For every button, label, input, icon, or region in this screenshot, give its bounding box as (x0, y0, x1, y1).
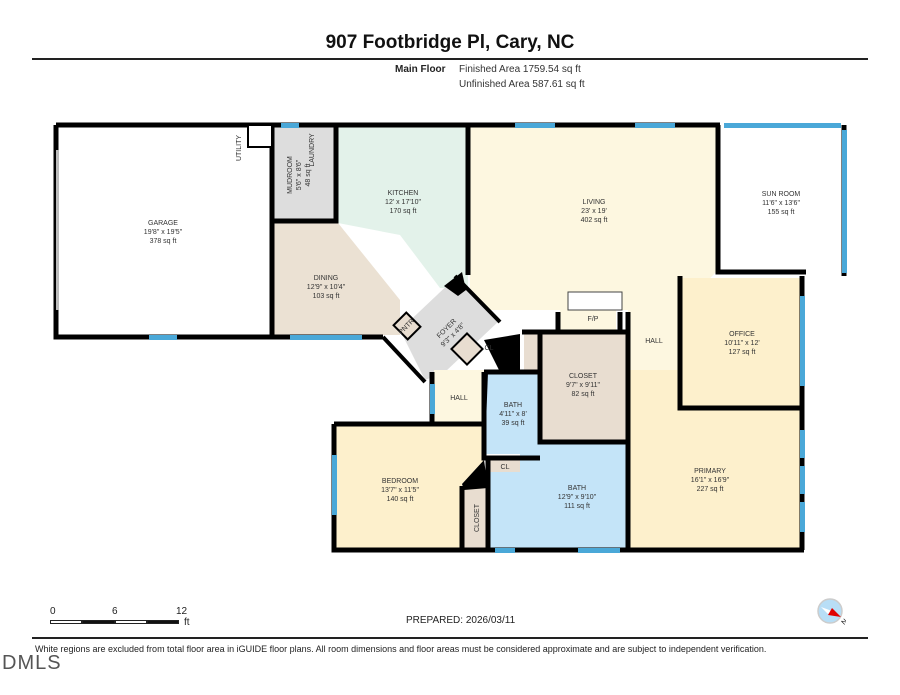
svg-text:CLOSET: CLOSET (569, 373, 598, 380)
svg-text:127 sq ft: 127 sq ft (729, 349, 756, 356)
room-closet-walkin (524, 334, 626, 440)
svg-text:103 sq ft: 103 sq ft (313, 293, 340, 300)
unfinished-area: Unfinished Area 587.61 sq ft (459, 79, 585, 90)
floor-plan: GARAGE 19'8" x 19'5" 378 sq ft MUDROOM 5… (53, 122, 847, 553)
room-mudroom (274, 127, 336, 219)
room-kitchen (338, 127, 468, 288)
utility-box (247, 124, 273, 148)
svg-text:KITCHEN: KITCHEN (388, 190, 419, 197)
svg-text:9'7" x 9'11": 9'7" x 9'11" (566, 382, 600, 389)
property-address-title: 907 Footbridge Pl, Cary, NC (325, 32, 575, 53)
room-hall-upper (628, 310, 680, 370)
svg-text:UTILITY: UTILITY (236, 135, 243, 161)
floor-name: Main Floor (395, 64, 446, 75)
svg-text:MUDROOM: MUDROOM (287, 156, 294, 194)
room-living (470, 127, 716, 310)
svg-text:12'9" x 10'4": 12'9" x 10'4" (307, 284, 346, 291)
svg-text:12' x 17'10": 12' x 17'10" (385, 199, 421, 206)
svg-text:19'8" x 19'5": 19'8" x 19'5" (144, 229, 183, 236)
svg-text:11'6" x 13'6": 11'6" x 13'6" (762, 200, 800, 207)
room-bath-closet (488, 458, 520, 472)
room-hall-lower (434, 370, 484, 424)
svg-text:PRIMARY: PRIMARY (694, 468, 726, 475)
svg-text:SUN ROOM: SUN ROOM (762, 191, 801, 198)
svg-text:170 sq ft: 170 sq ft (390, 208, 417, 215)
header-divider (32, 58, 868, 60)
svg-text:39 sq ft: 39 sq ft (502, 420, 525, 427)
north-compass-icon: N (817, 598, 846, 627)
fireplace-hearth (567, 291, 623, 311)
svg-text:F/P: F/P (588, 316, 599, 323)
svg-text:10'11" x 12': 10'11" x 12' (724, 340, 759, 347)
mls-watermark: DMLS (2, 652, 62, 674)
fireplace-area (560, 310, 616, 330)
prepared-date: PREPARED: 2026/03/11 (406, 615, 516, 626)
svg-text:CL: CL (485, 345, 494, 352)
svg-text:13'7" x 11'5": 13'7" x 11'5" (381, 487, 419, 494)
scale-tick-6: 6 (112, 606, 118, 617)
svg-text:155 sq ft: 155 sq ft (768, 209, 795, 216)
svg-text:4'11" x 8': 4'11" x 8' (499, 411, 527, 418)
room-bath-small (486, 372, 538, 454)
svg-text:DINING: DINING (314, 275, 339, 282)
svg-text:227 sq ft: 227 sq ft (697, 486, 724, 493)
svg-text:23' x 19': 23' x 19' (581, 208, 607, 215)
svg-text:402 sq ft: 402 sq ft (581, 217, 608, 224)
svg-text:CL: CL (501, 464, 510, 471)
svg-text:BEDROOM: BEDROOM (382, 478, 418, 485)
disclaimer: White regions are excluded from total fl… (35, 644, 767, 654)
svg-text:16'1" x 16'9": 16'1" x 16'9" (691, 477, 730, 484)
svg-text:82 sq ft: 82 sq ft (572, 391, 595, 398)
finished-area: Finished Area 1759.54 sq ft (459, 64, 581, 75)
svg-text:CLOSET: CLOSET (474, 503, 481, 532)
scale-tick-0: 0 (50, 606, 56, 617)
svg-text:378 sq ft: 378 sq ft (150, 238, 177, 245)
svg-text:12'9" x 9'10": 12'9" x 9'10" (558, 494, 597, 501)
svg-text:BATH: BATH (504, 402, 522, 409)
room-bedroom-closet (464, 488, 488, 548)
svg-text:HALL: HALL (450, 395, 468, 402)
garage-door (56, 150, 59, 310)
room-foyer (400, 278, 500, 380)
svg-text:HALL: HALL (645, 338, 663, 345)
svg-text:LIVING: LIVING (583, 199, 606, 206)
svg-text:5'6" x 8'6": 5'6" x 8'6" (296, 159, 303, 190)
scale-bar: 0 6 12 ft (50, 606, 200, 636)
scale-unit: ft (184, 617, 190, 628)
room-office (680, 278, 802, 408)
svg-text:BATH: BATH (568, 485, 586, 492)
svg-text:140 sq ft: 140 sq ft (387, 496, 414, 503)
footer-divider (32, 637, 868, 639)
svg-text:111 sq ft: 111 sq ft (564, 503, 590, 510)
windows (149, 123, 847, 553)
room-dining (274, 223, 400, 335)
room-garage (58, 127, 272, 335)
svg-text:OFFICE: OFFICE (729, 331, 755, 338)
room-bath-primary (490, 444, 626, 548)
room-sunroom (718, 127, 842, 272)
svg-text:GARAGE: GARAGE (148, 220, 178, 227)
svg-text:N: N (841, 618, 846, 627)
svg-text:48 sq ft: 48 sq ft (305, 163, 312, 186)
svg-text:LAUNDRY: LAUNDRY (309, 133, 316, 167)
scale-tick-12: 12 (176, 606, 188, 617)
room-primary (628, 370, 802, 548)
room-bedroom (336, 426, 484, 548)
